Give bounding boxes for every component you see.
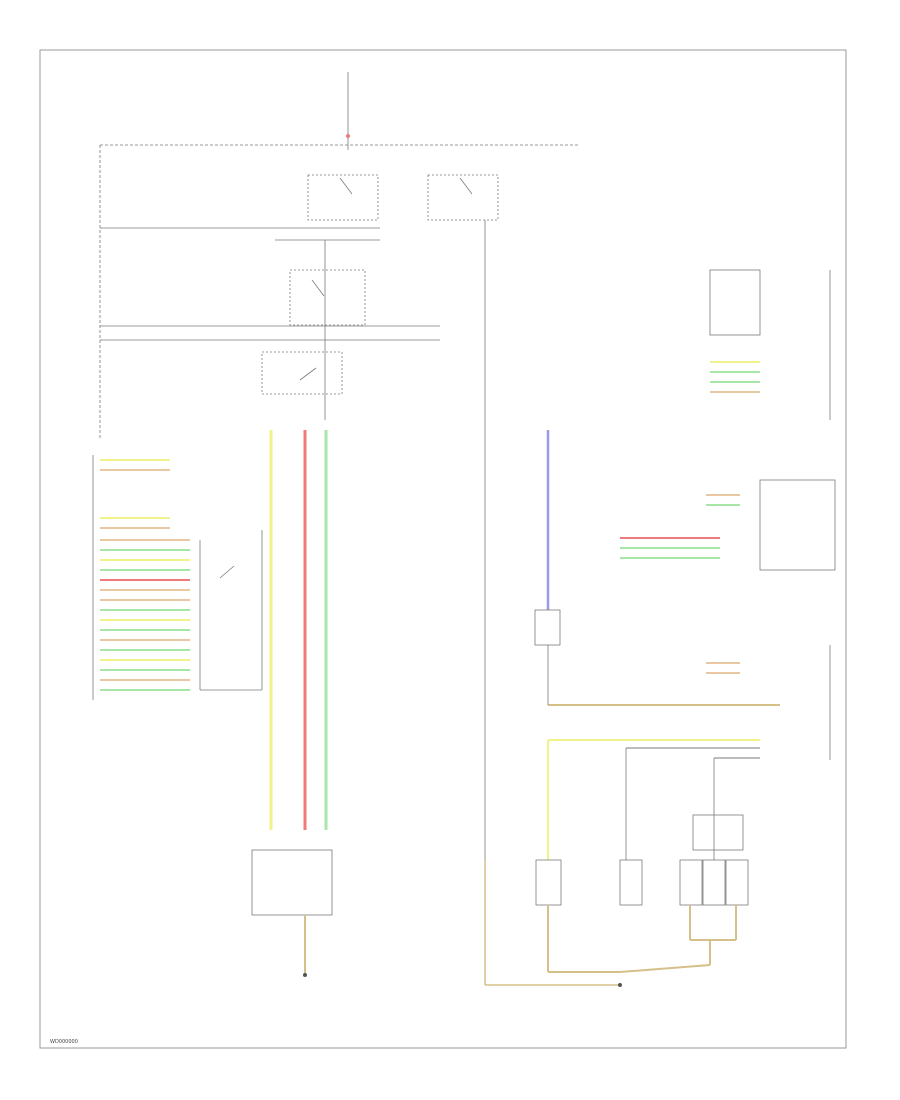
left-module <box>92 455 263 700</box>
center-trunk <box>324 220 486 860</box>
right-module-middle <box>620 479 836 571</box>
relay-group <box>261 174 499 395</box>
ground-point-right <box>618 983 622 987</box>
fuse-marker <box>346 134 350 138</box>
sensor-box <box>534 609 561 646</box>
right-module-top <box>709 269 831 420</box>
footer-code: WD000000 <box>50 1039 78 1045</box>
lower-switch <box>251 849 333 916</box>
ground-network-right <box>484 860 737 986</box>
ground-point-left <box>303 973 307 977</box>
right-module-lower <box>548 645 831 760</box>
power-feed <box>99 72 580 440</box>
